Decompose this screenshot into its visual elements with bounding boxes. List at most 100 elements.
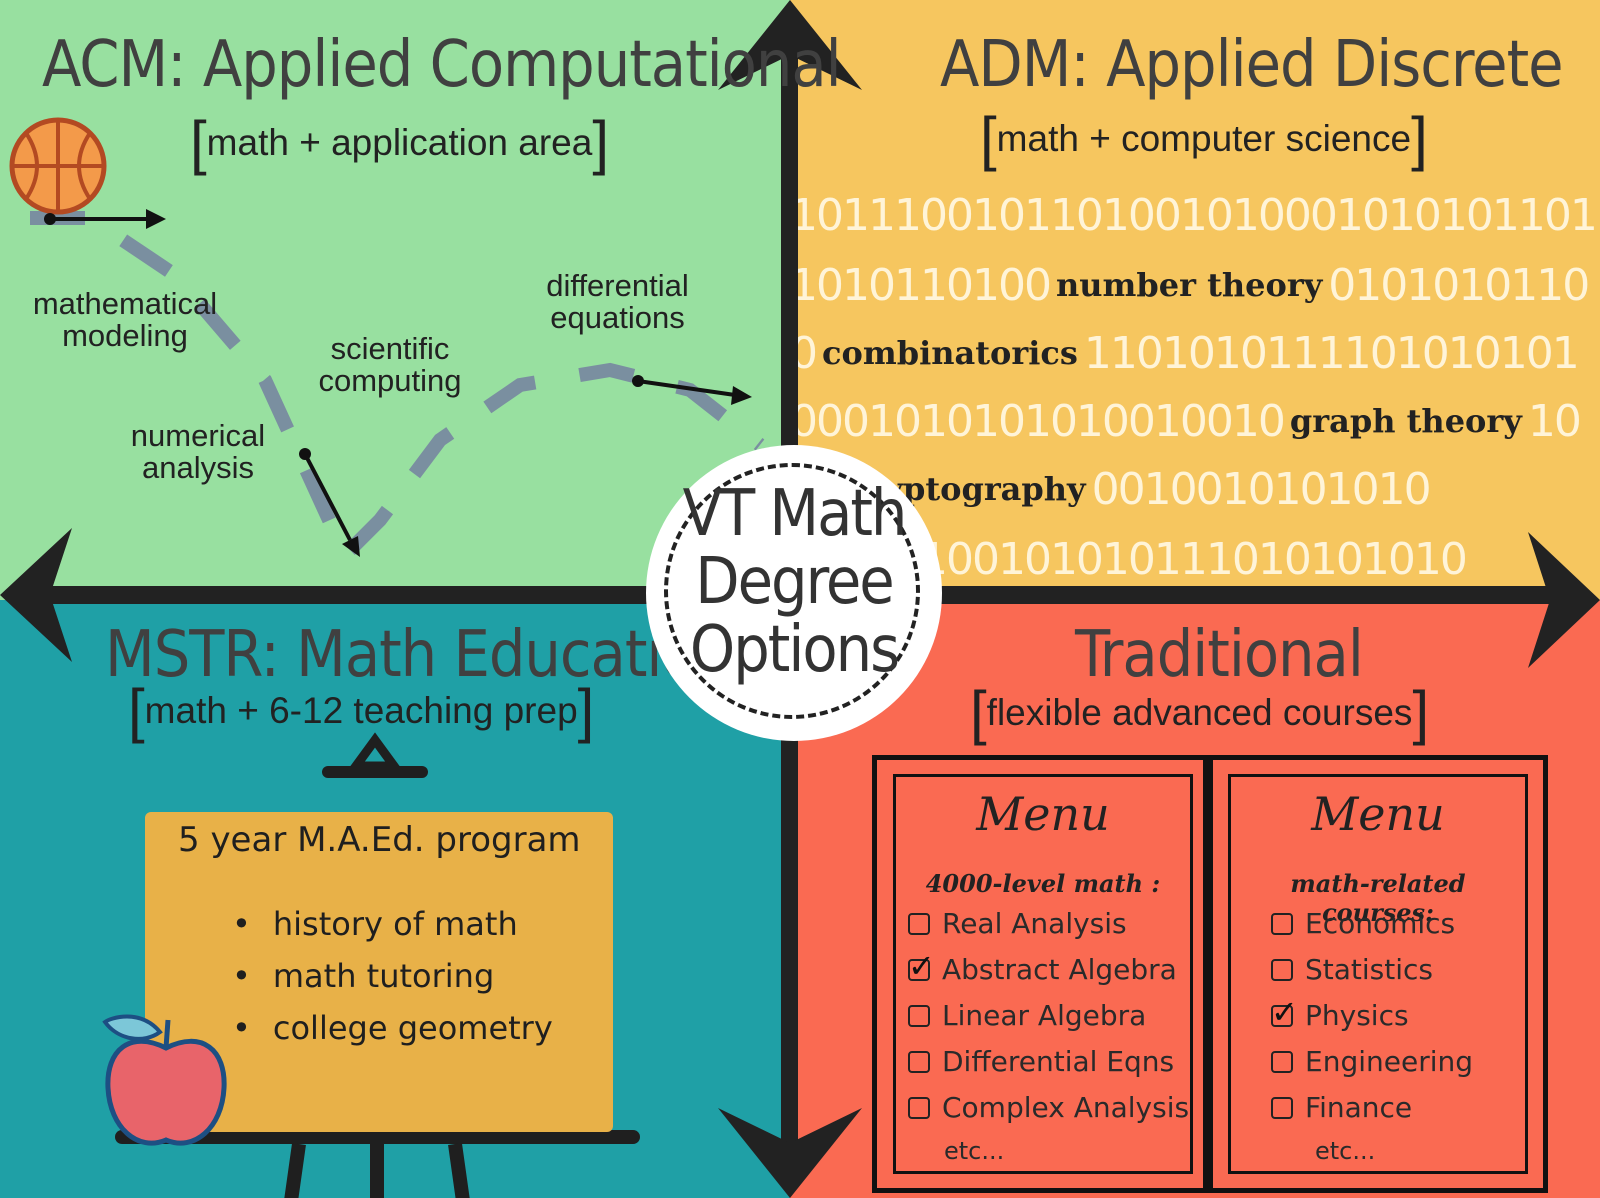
checkbox-icon[interactable] [1271, 913, 1293, 935]
menu-etc: etc... [944, 1137, 1005, 1165]
course-label: Finance [1305, 1091, 1413, 1124]
binary-digits: 1101010111101010101 [1083, 328, 1580, 379]
checkbox-icon[interactable] [908, 1097, 930, 1119]
center-title-line: VT Math [682, 477, 908, 551]
adm-subtitle: [math + computer science] [980, 105, 1428, 172]
menu-subheading: 4000-level math : [925, 869, 1161, 898]
binary-row: 1011100101101001010001010101101 [790, 190, 1600, 241]
bullet-text: college geometry [272, 1009, 553, 1047]
menu-course-item[interactable]: Statistics [1271, 953, 1433, 986]
course-label: Differential Eqns [942, 1045, 1175, 1078]
checkbox-icon[interactable] [1271, 1051, 1293, 1073]
checkbox-icon[interactable] [908, 913, 930, 935]
course-label: Physics [1305, 999, 1409, 1032]
checkbox-icon[interactable] [1271, 1097, 1293, 1119]
label-line: differential [546, 268, 689, 303]
board-bullet: • history of math [232, 905, 518, 943]
label-line: modeling [62, 318, 188, 353]
course-label: Linear Algebra [942, 999, 1147, 1032]
binary-digits: 1011100101101001010001010101101 [790, 190, 1598, 241]
acm-trajectory-diagram [9, 117, 765, 568]
acm-subtitle-text: math + application area [206, 122, 593, 163]
label-line: equations [550, 300, 685, 335]
bullet-text: history of math [272, 905, 518, 943]
mstr-subtitle: [math + 6-12 teaching prep] [128, 677, 595, 744]
apple-icon [102, 1014, 227, 1146]
arrow-down-icon [718, 1108, 862, 1198]
label-line: numerical [130, 418, 266, 453]
menu-course-item[interactable]: Physics [1271, 993, 1409, 1032]
board-bullet: • college geometry [232, 1009, 553, 1047]
arrow-up-icon [718, 0, 862, 90]
board-title: 5 year M.A.Ed. program [178, 820, 581, 860]
course-label: Economics [1305, 907, 1456, 940]
center-title-line: Degree [695, 545, 894, 619]
binary-digits: 1010110100 [790, 260, 1052, 311]
checked-checkbox-icon[interactable] [1271, 993, 1298, 1031]
menu-course-item[interactable]: Engineering [1271, 1045, 1473, 1078]
discrete-topic: graph theory [1289, 402, 1522, 440]
menu-course-item[interactable]: Economics [1271, 907, 1455, 940]
label-numerical-analysis: numerical analysis [108, 420, 288, 484]
binary-digits: 0010010101010 [1091, 464, 1432, 515]
menu-course-item[interactable]: Linear Algebra [908, 999, 1146, 1032]
discrete-topic: combinatorics [822, 334, 1078, 372]
binary-digits: 10 [1527, 396, 1582, 447]
menu-course-item[interactable]: Real Analysis [908, 907, 1127, 940]
discrete-topic: number theory [1055, 266, 1323, 304]
course-label: Abstract Algebra [942, 953, 1177, 986]
bullet-icon: • [232, 905, 251, 943]
bullet-icon: • [232, 957, 251, 995]
binary-digits: 0001010101010010010 [790, 396, 1286, 447]
course-label: Real Analysis [942, 907, 1127, 940]
adm-quadrant [790, 0, 1600, 600]
center-title: VT Math Degree Options [646, 480, 942, 684]
label-line: computing [318, 363, 462, 398]
course-label: Statistics [1305, 953, 1433, 986]
velocity-arrow-icon [299, 448, 360, 557]
traditional-subtitle: [flexible advanced courses] [970, 679, 1430, 746]
velocity-arrow-icon [632, 375, 752, 405]
checkbox-icon[interactable] [908, 1005, 930, 1027]
course-label: Complex Analysis [942, 1091, 1190, 1124]
label-differential-equations: differential equations [520, 270, 715, 334]
label-mathematical-modeling: mathematical modeling [20, 288, 230, 352]
arrow-right-icon [1528, 532, 1600, 668]
adm-title: ADM: Applied Discrete [940, 28, 1564, 102]
binary-digits: 0101010110 [1328, 260, 1590, 311]
checked-checkbox-icon[interactable] [908, 947, 935, 985]
bullet-icon: • [232, 1009, 251, 1047]
bullet-text: math tutoring [272, 957, 495, 995]
menu-heading: Menu [1311, 787, 1445, 841]
traditional-subtitle-text: flexible advanced courses [986, 692, 1413, 733]
label-scientific-computing: scientific computing [300, 333, 480, 397]
menu-divider [1203, 755, 1213, 1193]
arrow-left-icon [0, 528, 72, 662]
velocity-arrow-icon [44, 209, 166, 229]
mstr-title: MSTR: Math Education [105, 618, 732, 692]
menu-etc: etc... [1315, 1137, 1376, 1165]
label-line: analysis [142, 450, 254, 485]
menu-subheading: math-related courses: [1290, 869, 1466, 927]
menu-course-item[interactable]: Finance [1271, 1091, 1412, 1124]
acm-title: ACM: Applied Computational [42, 28, 842, 102]
adm-subtitle-text: math + computer science [996, 118, 1412, 159]
menu-card: Menu 4000-level math : Real AnalysisAbstra… [893, 774, 1193, 1174]
center-title-line: Options [689, 613, 900, 687]
acm-quadrant [0, 0, 790, 600]
menu-course-item[interactable]: Abstract Algebra [908, 947, 1177, 986]
traditional-title: Traditional [1075, 618, 1364, 692]
basketball-icon [9, 117, 107, 215]
checkbox-icon[interactable] [1271, 959, 1293, 981]
board-bullet: • math tutoring [232, 957, 494, 995]
acm-subtitle: [math + application area] [190, 109, 610, 176]
menu-course-item[interactable]: Complex Analysis [908, 1091, 1189, 1124]
menu-course-item[interactable]: Differential Eqns [908, 1045, 1174, 1078]
checkbox-icon[interactable] [908, 1051, 930, 1073]
mstr-subtitle-text: math + 6-12 teaching prep [144, 690, 578, 731]
menu-heading: Menu [976, 787, 1110, 841]
center-badge-ring [664, 463, 920, 719]
